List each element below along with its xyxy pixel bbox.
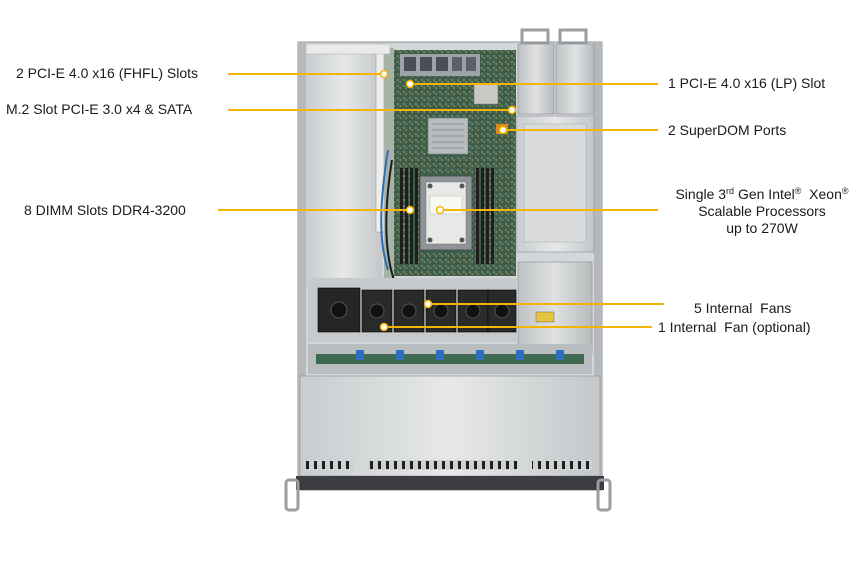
- sata-connector: [556, 350, 564, 360]
- leader-lines: [218, 69, 664, 332]
- leader-dot-fan1: [379, 322, 389, 332]
- fan-hub: [433, 303, 449, 319]
- front-vents-left: [306, 460, 354, 470]
- lp-slot-inner: [523, 123, 587, 243]
- psu-module-1: [517, 43, 555, 115]
- cable: [380, 149, 389, 271]
- dimm-slot: [410, 168, 413, 264]
- dimm-slot: [476, 168, 479, 264]
- front-cover-plate: [299, 375, 601, 477]
- callout-fan1: 1 Internal Fan (optional): [658, 319, 811, 335]
- cable: [385, 159, 395, 281]
- callout-cpu-line1: Single 3rd Gen Intel® Xeon®: [660, 186, 864, 203]
- rack-ear-left: [284, 478, 300, 512]
- callout-cpu-line2: Scalable Processors: [698, 203, 826, 219]
- riser-top-bracket: [305, 43, 391, 55]
- m2-module: [473, 83, 499, 105]
- leader-dot-cpu: [435, 205, 445, 215]
- riser-bay: [305, 43, 394, 288]
- leader-dot-pcie-fhfl: [379, 69, 389, 79]
- sata-connector: [516, 350, 524, 360]
- cpu-text-c: Xeon: [801, 186, 842, 202]
- socket-screw: [459, 237, 465, 243]
- backplane: [308, 344, 592, 374]
- front-cover: [284, 375, 612, 512]
- leader-dot-dimm: [405, 205, 415, 215]
- fan-hub: [330, 301, 348, 319]
- callout-pcie-lp: 1 PCI-E 4.0 x16 (LP) Slot: [668, 75, 826, 91]
- warning-sticker: [535, 311, 555, 323]
- leader-dot-fans5: [423, 299, 433, 309]
- leader-dot-superdom: [498, 125, 508, 135]
- sata-connector: [436, 350, 444, 360]
- fan-hub: [465, 303, 481, 319]
- socket-screw: [427, 237, 433, 243]
- fan-hub: [401, 303, 417, 319]
- chassis-right-rail: [594, 42, 602, 490]
- dimm-slot: [400, 168, 403, 264]
- leader-dot-pcie-lp: [405, 79, 415, 89]
- front-vents-mid: [368, 460, 518, 470]
- cpu-sup-rd: rd: [726, 186, 735, 196]
- fan-bay: [308, 278, 518, 342]
- chassis-left-rail: [298, 42, 306, 490]
- dimm-slot: [481, 168, 484, 264]
- callout-pcie-fhfl: 2 PCI-E 4.0 x16 (FHFL) Slots: [16, 65, 199, 81]
- psu-area: [515, 28, 595, 355]
- cpu-label: [429, 195, 463, 215]
- front-vents-right: [532, 460, 592, 470]
- motherboard: [394, 50, 516, 276]
- callout-fans5: 5 Internal Fans: [694, 300, 792, 316]
- cpu-sup-reg2: ®: [841, 186, 849, 196]
- psu-lower-box: [517, 261, 593, 355]
- backplane-pcb: [316, 354, 584, 364]
- sata-connector: [396, 350, 404, 360]
- callout-m2-slot: M.2 Slot PCI-E 3.0 x4 & SATA: [6, 101, 193, 117]
- socket-screw: [459, 183, 465, 189]
- rack-ear-right: [596, 478, 612, 512]
- psu-module-2: [555, 43, 595, 115]
- dimm-slot: [405, 168, 408, 264]
- front-bezel: [296, 476, 604, 490]
- sata-connector: [476, 350, 484, 360]
- callout-cpu-line3: up to 270W: [726, 220, 798, 236]
- cpu-text-a: Single 3: [675, 186, 727, 202]
- callout-dimm: 8 DIMM Slots DDR4-3200: [24, 202, 186, 218]
- riser-bay-floor: [306, 44, 382, 288]
- cpu-text-b: Gen Intel: [734, 186, 795, 202]
- io-port-2: [420, 57, 432, 71]
- io-port-1: [404, 57, 416, 71]
- dimm-slot: [491, 168, 494, 264]
- callout-superdom: 2 SuperDOM Ports: [668, 122, 787, 138]
- dimm-slot: [415, 168, 418, 264]
- callout-cpu: Single 3rd Gen Intel® Xeon® Scalable Pro…: [660, 186, 864, 237]
- riser-card-edge: [384, 48, 394, 288]
- leader-dot-m2: [507, 105, 517, 115]
- socket-screw: [427, 183, 433, 189]
- io-port-5: [466, 57, 476, 71]
- io-port-4: [452, 57, 462, 71]
- fan-hub: [494, 303, 510, 319]
- fan-hub: [369, 303, 385, 319]
- dimm-slot: [486, 168, 489, 264]
- cpu-sup-reg1: ®: [794, 186, 802, 196]
- sata-connector: [356, 350, 364, 360]
- dimm-slots: [400, 168, 494, 264]
- io-port-3: [436, 57, 448, 71]
